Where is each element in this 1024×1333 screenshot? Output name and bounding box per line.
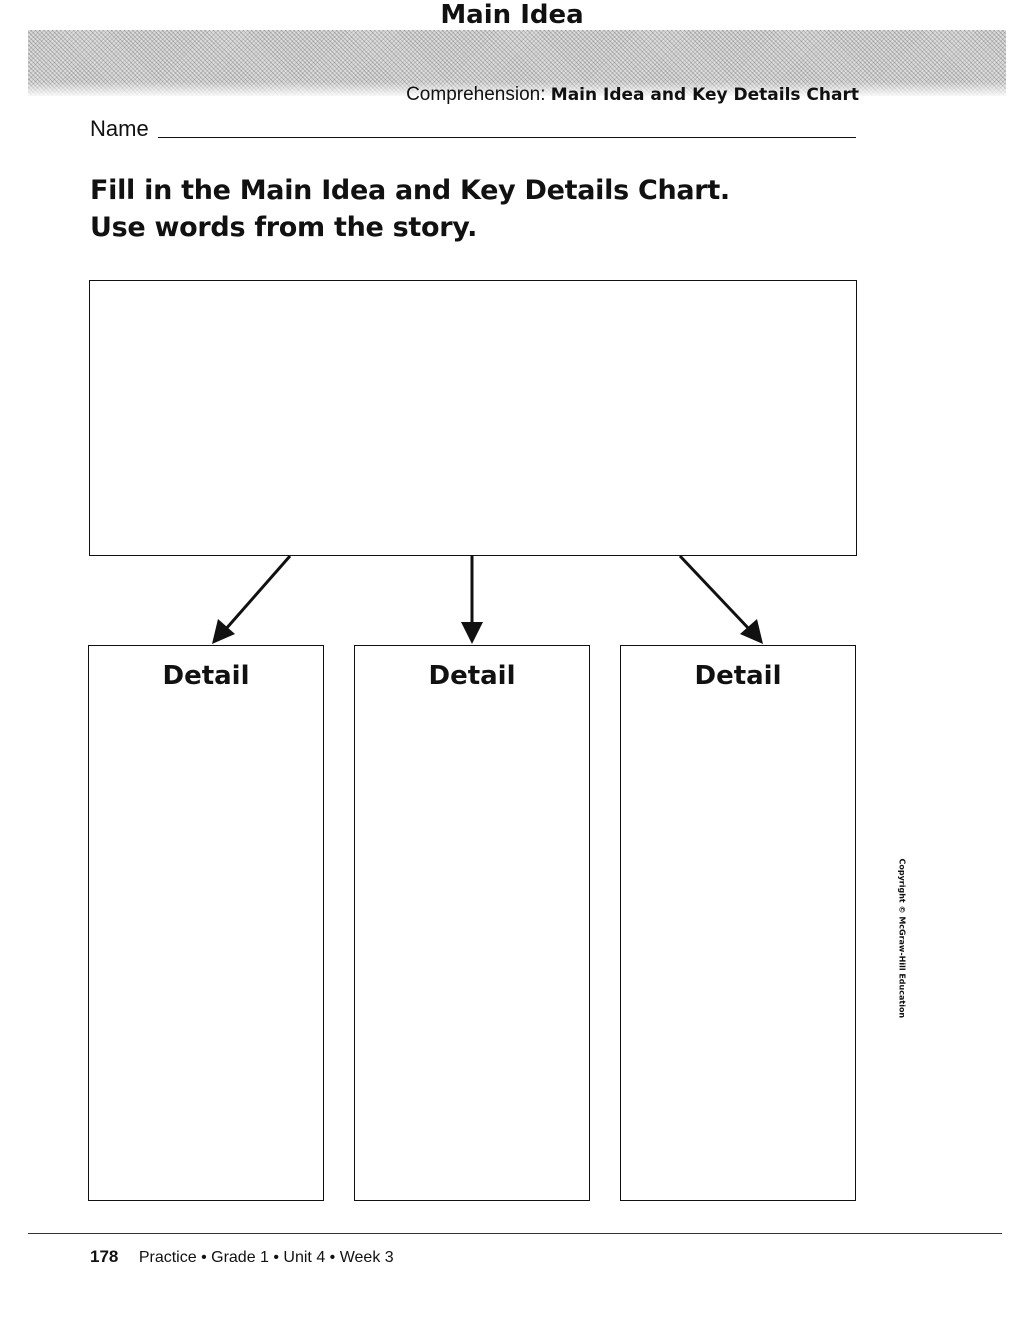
- main-idea-box[interactable]: [89, 280, 857, 556]
- footer-rule: [28, 1233, 1002, 1234]
- page-number: 178: [90, 1247, 119, 1266]
- instructions: Fill in the Main Idea and Key Details Ch…: [90, 175, 730, 243]
- detail-box-3[interactable]: Detail: [620, 645, 856, 1201]
- arrow-left-line: [223, 555, 292, 631]
- section-topic: Main Idea and Key Details Chart: [550, 85, 859, 105]
- arrow-right-line: [678, 554, 752, 632]
- name-line[interactable]: [158, 137, 856, 138]
- arrow-left-head: [212, 619, 235, 644]
- detail-box-2[interactable]: Detail: [354, 645, 590, 1201]
- arrow-center-head: [461, 622, 483, 644]
- copyright-notice: Copyright © McGraw-Hill Education: [897, 858, 907, 1019]
- footer: 178 Practice • Grade 1 • Unit 4 • Week 3: [90, 1247, 394, 1267]
- arrow-right-head: [740, 619, 763, 644]
- main-idea-title: Main Idea: [440, 0, 584, 30]
- detail-title-2: Detail: [428, 661, 516, 691]
- course-info: Practice • Grade 1 • Unit 4 • Week 3: [138, 1249, 394, 1266]
- detail-title-1: Detail: [162, 661, 250, 691]
- name-label: Name: [90, 116, 149, 141]
- header-band-fade: [28, 82, 1006, 98]
- section-label: Comprehension: Main Idea and Key Details…: [406, 84, 859, 106]
- detail-title-3: Detail: [694, 661, 782, 691]
- detail-box-1[interactable]: Detail: [88, 645, 324, 1201]
- section-prefix: Comprehension:: [406, 84, 546, 105]
